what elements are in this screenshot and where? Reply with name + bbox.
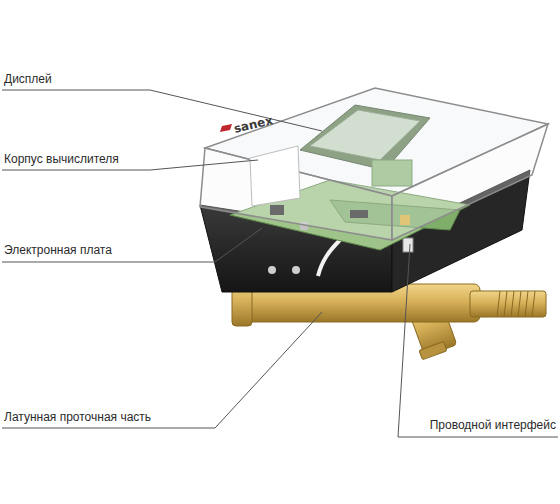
leader-lines: [2, 90, 558, 437]
part-label: Проводной интерфейс: [430, 418, 556, 432]
brand-logo: sanex: [232, 113, 274, 136]
part-label: Дисплей: [4, 72, 52, 86]
part-label: Латунная проточная часть: [4, 410, 151, 424]
part-label: Корпус вычислителя: [4, 152, 119, 166]
part-label: Электронная плата: [4, 243, 112, 257]
transparent-cover: [200, 88, 548, 240]
